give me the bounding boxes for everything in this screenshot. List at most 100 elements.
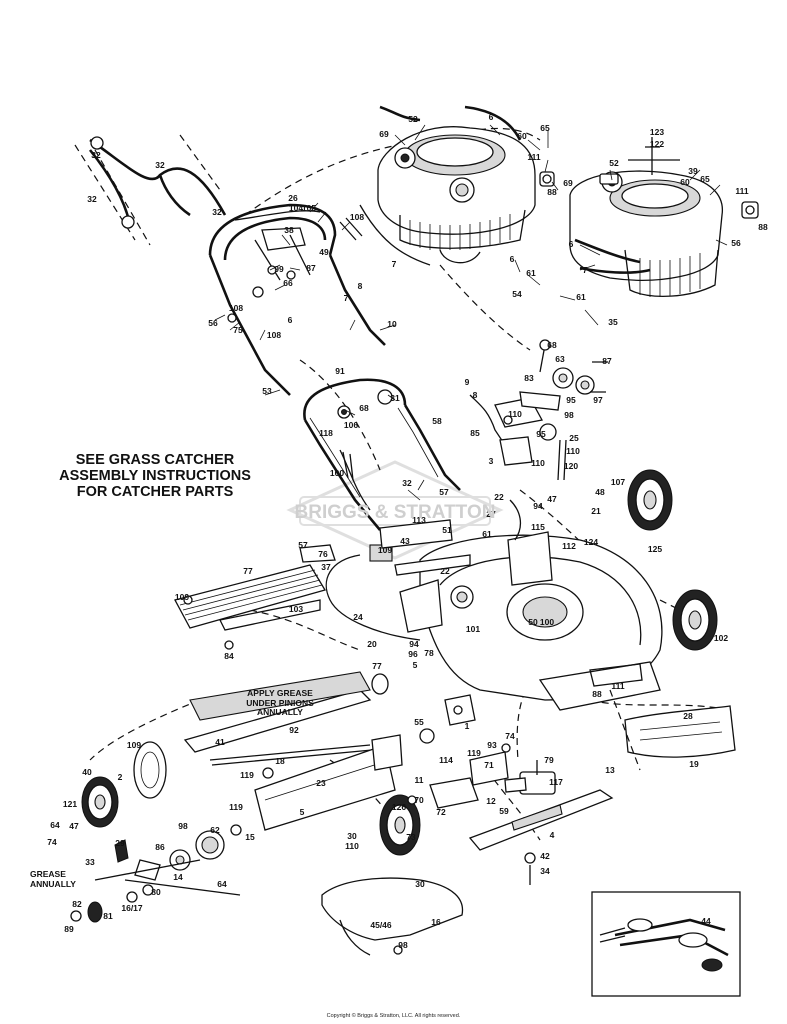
part-callout: 108 [350,212,364,222]
watermark-label: BRIGGS & STRATTON [295,502,496,523]
part-callout: 30 [347,831,357,841]
part-callout: 83 [524,373,534,383]
wheel-right-rear [672,589,718,651]
brand-watermark [286,460,504,560]
part-callout: 92 [289,725,299,735]
part-callout: 87 [602,356,612,366]
part-callout: 119 [467,748,481,758]
grass-catcher-note-line-1: SEE GRASS CATCHER [75,452,235,468]
part-callout: 43 [400,536,410,546]
part-callout: 102 [714,633,728,643]
grease-annually-note: GREASE ANNUALLY [30,869,76,889]
part-callout: 72 [436,807,446,817]
blade-brake-brackets [407,694,511,809]
part-callout: 95 [566,395,576,405]
part-callout: 1 [465,721,470,731]
part-callout: 124 [584,537,598,547]
part-callout: 105 [302,203,316,213]
part-callout: 47 [547,494,557,504]
part-callout: 80 [151,887,161,897]
part-callout: 23 [316,778,326,788]
part-callout: 77 [243,566,253,576]
part-callout: 88 [547,187,557,197]
part-callout: 40 [82,767,92,777]
part-callout: 28 [683,711,693,721]
part-callout: 100 [540,617,554,627]
part-callout: 85 [470,428,480,438]
part-callout: 109 [127,740,141,750]
part-callout: 82 [72,899,82,909]
part-callout: 87 [306,263,316,273]
wheel-cover-left [133,741,167,799]
part-callout: 34 [540,866,550,876]
part-callout: 118 [319,428,333,438]
part-callout: 51 [442,525,452,535]
part-callout: 7 [392,259,397,269]
part-callout: 26 [288,193,298,203]
part-callout: 81 [103,911,113,921]
part-callout: 121 [63,799,77,809]
part-callout: 13 [605,765,615,775]
part-callout: 7 [344,293,349,303]
part-callout: 126 [392,802,406,812]
part-callout: 113 [412,515,426,525]
part-callout: 22 [440,566,450,576]
part-callout: 107 [611,477,625,487]
part-callout: 119 [240,770,254,780]
grass-catcher-note-line-3: FOR CATCHER PARTS [76,484,234,500]
part-callout: 65 [700,174,710,184]
part-callout: 109 [378,545,392,555]
part-callout: 70 [414,795,424,805]
part-callout: 110 [345,841,359,851]
deck-shield-44 [321,877,464,956]
part-callout: 61 [526,268,536,278]
part-callout: 18 [275,756,285,766]
part-callout: 95 [536,429,546,439]
part-callout: 91 [335,366,345,376]
part-callout: 52 [609,158,619,168]
part-callout: 45/46 [370,920,392,930]
part-callout: 19 [689,759,699,769]
part-callout: 33 [85,857,95,867]
part-callout: 112 [562,541,576,551]
part-callout: 65 [540,123,550,133]
part-callout: 89 [64,924,74,934]
part-callout: 35 [608,317,618,327]
part-callout: 31 [390,393,400,403]
part-callout: 2 [118,772,123,782]
part-callout: 7 [583,265,588,275]
part-callout: 53 [262,386,272,396]
part-callout: 64 [217,879,227,889]
grease-pinions-note-line-3: ANNUALLY [257,707,303,717]
wheel-right-front [627,469,673,531]
part-callout: 52 [408,114,418,124]
part-callout: 77 [372,661,382,671]
upper-handle [208,203,386,396]
copyright-notice: Copyright © Briggs & Stratton, LLC. All … [326,1013,461,1019]
part-callout: 108 [267,330,281,340]
grass-catcher-note: SEE GRASS CATCHER ASSEMBLY INSTRUCTIONS … [50,452,260,500]
part-callout: 32 [402,478,412,488]
part-callout: 57 [439,487,449,497]
part-callout: 60 [517,131,527,141]
control-cable-assembly [74,134,321,246]
engine-right [569,137,759,297]
wheel-center-rear [379,794,421,856]
part-callout: 120 [564,461,578,471]
wheel-left-rear [81,776,119,828]
part-callout: 11 [415,775,424,785]
part-callout: 32 [155,160,165,170]
part-callout: 14 [173,872,183,882]
part-callout: 21 [591,506,601,516]
part-callout: 9 [465,377,470,387]
part-callout: 5 [300,807,305,817]
part-callout: 68 [359,403,369,413]
rear-flap [609,689,736,771]
grease-annually-note-line-2: ANNUALLY [30,878,76,889]
part-callout: 114 [439,755,453,765]
grease-pinions-note-line-2: UNDER PINIONS [246,697,314,708]
part-callout: 10 [387,319,397,329]
part-callout: 103 [289,604,303,614]
part-callout: 74 [505,731,515,741]
